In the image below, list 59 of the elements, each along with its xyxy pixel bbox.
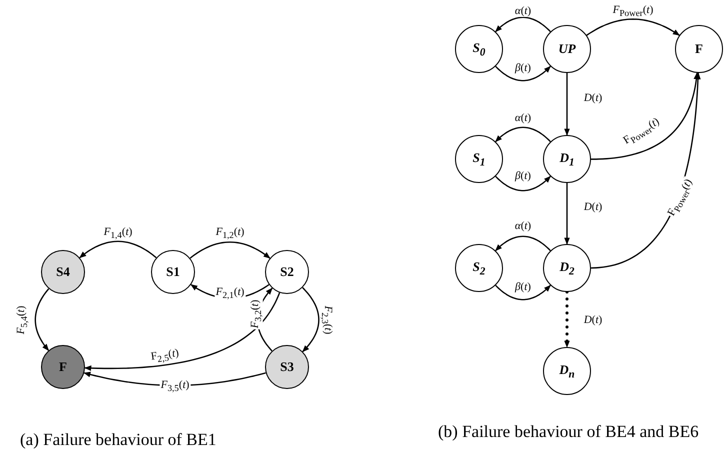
state-label: F <box>695 41 703 57</box>
state-label: D$_{n}$ <box>559 362 575 380</box>
edge-label: F$_{2,1}$(t) <box>214 286 246 300</box>
state-circle <box>265 345 309 389</box>
state-label: S$_{2}$ <box>472 258 486 278</box>
edge-label: α(t) <box>514 4 532 18</box>
arrow <box>495 126 551 142</box>
arrow <box>564 290 570 348</box>
state-label: UP <box>558 41 576 57</box>
edge-label: β(t) <box>514 62 532 74</box>
edge-label: D(t) <box>582 92 604 104</box>
arrow <box>591 72 700 160</box>
edge-label: F$_{2,5}$(t) <box>149 346 181 366</box>
state-circle <box>455 25 503 73</box>
arrow <box>190 241 270 259</box>
edge-label: D(t) <box>582 200 604 214</box>
edge-label: F$_{1,4}$(t) <box>102 226 134 240</box>
edge-label: F$_{1,2}$(t) <box>214 226 246 240</box>
state-label: S3 <box>280 359 294 375</box>
state-circle <box>265 250 309 294</box>
figure-caption: (a) Failure behaviour of BE1 <box>20 430 218 449</box>
state-circle <box>41 345 85 389</box>
state-label: F <box>59 359 67 375</box>
edge-label: α(t) <box>514 220 532 232</box>
arrow <box>495 284 551 300</box>
edge-label: β(t) <box>514 280 532 294</box>
arrow <box>495 236 551 252</box>
state-label: D$_{2}$ <box>560 258 574 278</box>
state-circle <box>543 135 591 183</box>
figure-caption: (b) Failure behaviour of BE4 and BE6 <box>438 422 700 441</box>
edge-label: F$_{3,5}$(t) <box>160 378 190 394</box>
state-circle <box>41 250 85 294</box>
arrow <box>564 72 570 136</box>
arrow <box>586 18 680 36</box>
arrow <box>79 240 157 258</box>
arrow <box>495 176 551 192</box>
edge-label: β(t) <box>514 170 532 182</box>
state-label: S$_{0}$ <box>472 40 486 58</box>
state-circle <box>543 25 591 73</box>
state-circle <box>543 244 591 292</box>
state-label: S4 <box>56 264 70 280</box>
state-label: S2 <box>280 264 294 280</box>
arrow <box>495 16 551 32</box>
state-circle <box>543 347 591 395</box>
state-circle <box>455 244 503 292</box>
edge-label: D(t) <box>582 314 604 326</box>
state-label: D$_{1}$ <box>560 150 574 168</box>
arrow <box>34 288 50 351</box>
state-circle <box>151 250 195 294</box>
state-label: S1 <box>166 264 180 280</box>
state-circle <box>455 135 503 183</box>
edge-label: α(t) <box>514 112 532 124</box>
arrow <box>302 287 320 352</box>
arrow <box>564 182 570 245</box>
arrow <box>84 292 280 371</box>
arrow <box>495 66 551 82</box>
state-label: S$_{1}$ <box>472 150 486 168</box>
state-circle <box>675 25 723 73</box>
edge-label: F$_{Power}$(t) <box>612 4 654 18</box>
